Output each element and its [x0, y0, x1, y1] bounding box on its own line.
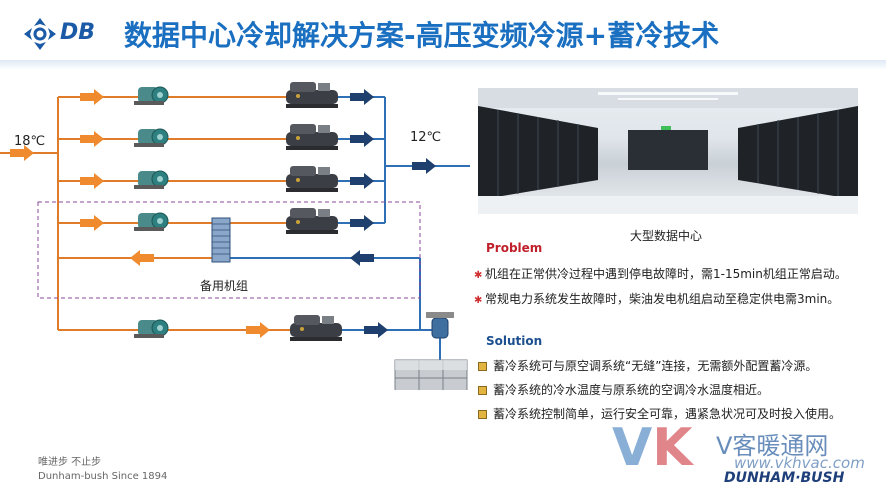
footer-company: Dunham-bush Since 1894	[38, 471, 168, 482]
problem-item: ✱机组在正常供冷过程中遇到停电故障时，需1-15min机组正常启动。	[474, 267, 847, 281]
logo-text: DB	[60, 20, 96, 45]
solution-heading: Solution	[486, 334, 543, 348]
watermark-v: V	[612, 418, 653, 478]
square-bullet-icon	[478, 386, 487, 395]
chiller-schematic	[0, 82, 470, 390]
footer-slogan: 唯进步 不止步	[38, 457, 102, 468]
problem-item: ✱常规电力系统发生故障时，柴油发电机组启动至稳定供电需3min。	[474, 292, 840, 306]
square-bullet-icon	[478, 362, 487, 371]
standby-unit-label: 备用机组	[200, 279, 249, 293]
page-title: 数据中心冷却解决方案-高压变频冷源+蓄冷技术	[124, 19, 720, 52]
red-star-bullet-icon: ✱	[474, 270, 483, 281]
solution-item: 蓄冷系统的冷水温度与原系统的空调冷水温度相近。	[478, 381, 769, 398]
db-logo-icon	[24, 18, 56, 50]
square-bullet-icon	[478, 410, 487, 419]
data-center-photo	[478, 88, 858, 214]
watermark-url: www.vkhvac.com	[734, 454, 865, 472]
outlet-temp-label: 12℃	[410, 130, 442, 145]
inlet-temp-label: 18℃	[14, 134, 46, 149]
watermark-vk-logo: VK	[612, 418, 693, 478]
solution-item: 蓄冷系统控制简单，运行安全可靠，遇紧急状况可及时投入使用。	[478, 405, 841, 422]
photo-caption: 大型数据中心	[630, 229, 703, 243]
header-divider	[0, 60, 886, 70]
watermark-k: K	[652, 418, 693, 478]
problem-heading: Problem	[486, 241, 543, 255]
solution-item: 蓄冷系统可与原空调系统“无缝”连接，无需额外配置蓄冷源。	[478, 357, 817, 374]
brand-logo-text: DUNHAM·BUSH	[724, 470, 845, 486]
red-star-bullet-icon: ✱	[474, 295, 483, 306]
watermark-site-name: V客暖通网	[716, 432, 829, 460]
